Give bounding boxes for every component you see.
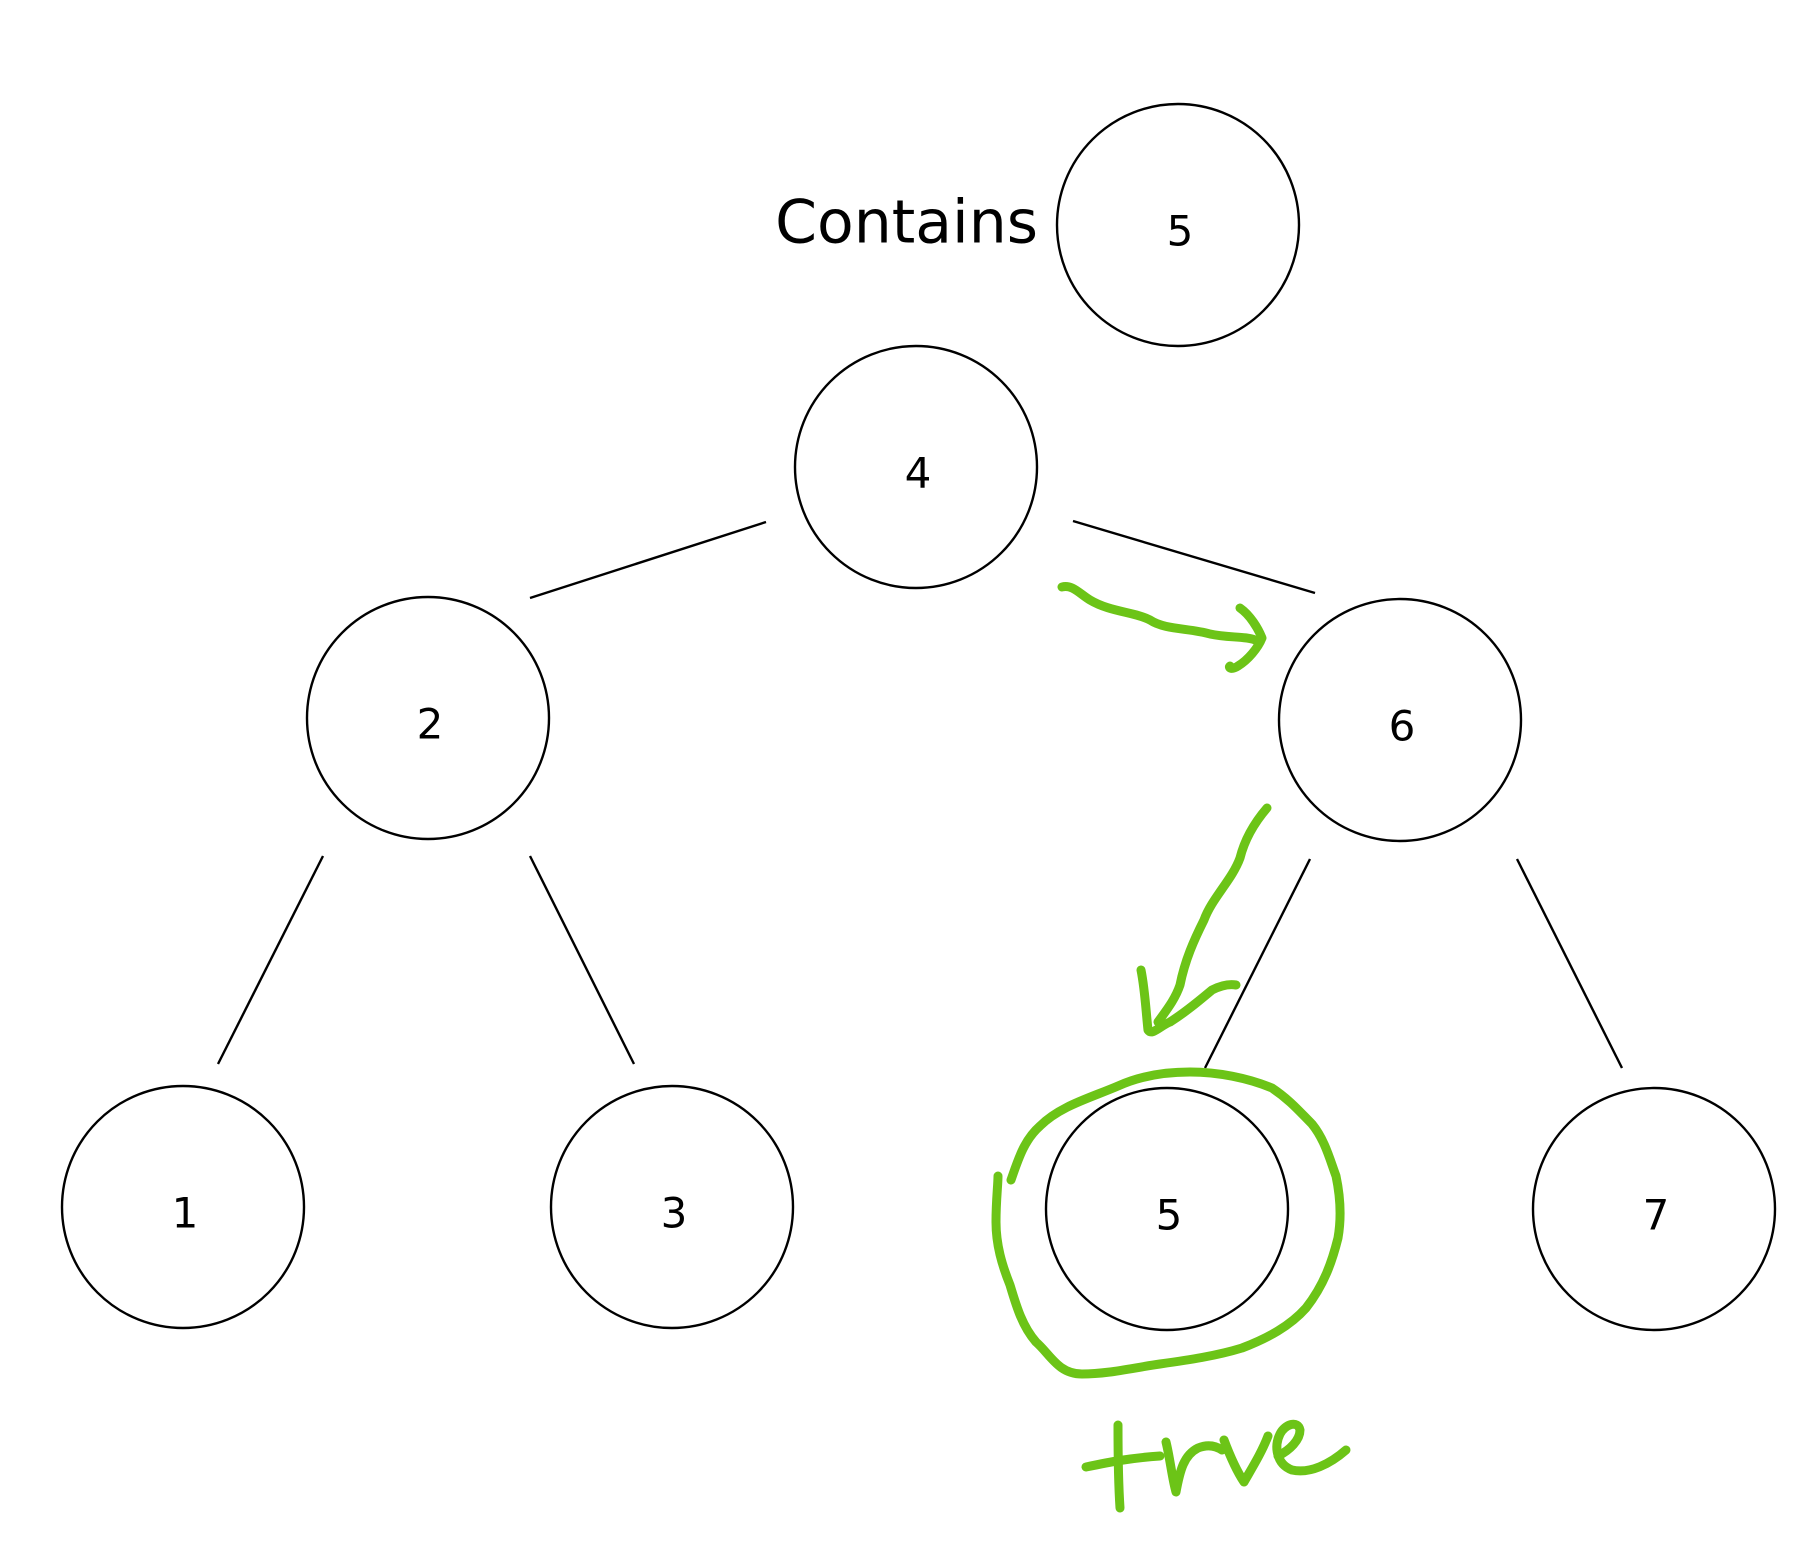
node-label: 7 bbox=[1643, 1191, 1670, 1240]
node-circle bbox=[1531, 1086, 1777, 1332]
node-circle bbox=[549, 1084, 795, 1330]
result-text-e-icon bbox=[1272, 1419, 1351, 1476]
node-label: 3 bbox=[661, 1189, 688, 1238]
result-text: true bbox=[1210, 1468, 1212, 1471]
edge-2-1 bbox=[216, 855, 325, 1065]
search-value-circle bbox=[1055, 102, 1301, 348]
tree-node-1: 1 bbox=[60, 1084, 306, 1330]
edge-6-5 bbox=[1203, 858, 1312, 1069]
arrow-to-node-6-head-icon bbox=[1225, 603, 1267, 673]
tree-node-3: 3 bbox=[549, 1084, 795, 1330]
arrow-to-node-5-head-icon bbox=[1136, 965, 1241, 1037]
edge-6-7 bbox=[1515, 858, 1624, 1069]
result-text-v-icon bbox=[1219, 1431, 1273, 1487]
edge-2-3 bbox=[528, 855, 636, 1065]
tree-node-6: 6 bbox=[1277, 597, 1523, 843]
node-label: 2 bbox=[417, 700, 444, 749]
result-circle-icon bbox=[991, 1067, 1345, 1379]
tree-node-4: 4 bbox=[793, 344, 1039, 590]
tree-node-2: 2 bbox=[305, 595, 551, 841]
tree-node-7: 7 bbox=[1531, 1086, 1777, 1332]
result-text-r-icon bbox=[1161, 1437, 1227, 1497]
edge-4-6 bbox=[1072, 519, 1316, 595]
tree-nodes: 4 2 6 1 3 5 7 bbox=[60, 344, 1777, 1332]
node-circle bbox=[60, 1084, 306, 1330]
arrow-to-node-6-icon bbox=[1057, 581, 1265, 647]
search-key: Contains 5 bbox=[775, 102, 1301, 348]
node-label: 6 bbox=[1389, 702, 1416, 751]
search-value-label: 5 bbox=[1167, 207, 1194, 256]
result-text-t-stem-icon bbox=[1113, 1420, 1125, 1513]
arrow-to-node-5-icon bbox=[1153, 803, 1272, 1027]
result-text-t-bar-icon bbox=[1081, 1451, 1165, 1472]
edge-4-2 bbox=[529, 520, 767, 600]
tree-node-5: 5 bbox=[1044, 1086, 1290, 1332]
node-label: 1 bbox=[172, 1189, 199, 1238]
node-label: 5 bbox=[1156, 1191, 1183, 1240]
node-circle bbox=[305, 595, 551, 841]
title-label: Contains bbox=[775, 188, 1038, 258]
node-circle bbox=[793, 344, 1039, 590]
node-label: 4 bbox=[905, 449, 932, 498]
node-circle bbox=[1044, 1086, 1290, 1332]
tree-edges bbox=[216, 519, 1624, 1069]
node-circle bbox=[1277, 597, 1523, 843]
ink-annotations: true bbox=[991, 581, 1351, 1513]
